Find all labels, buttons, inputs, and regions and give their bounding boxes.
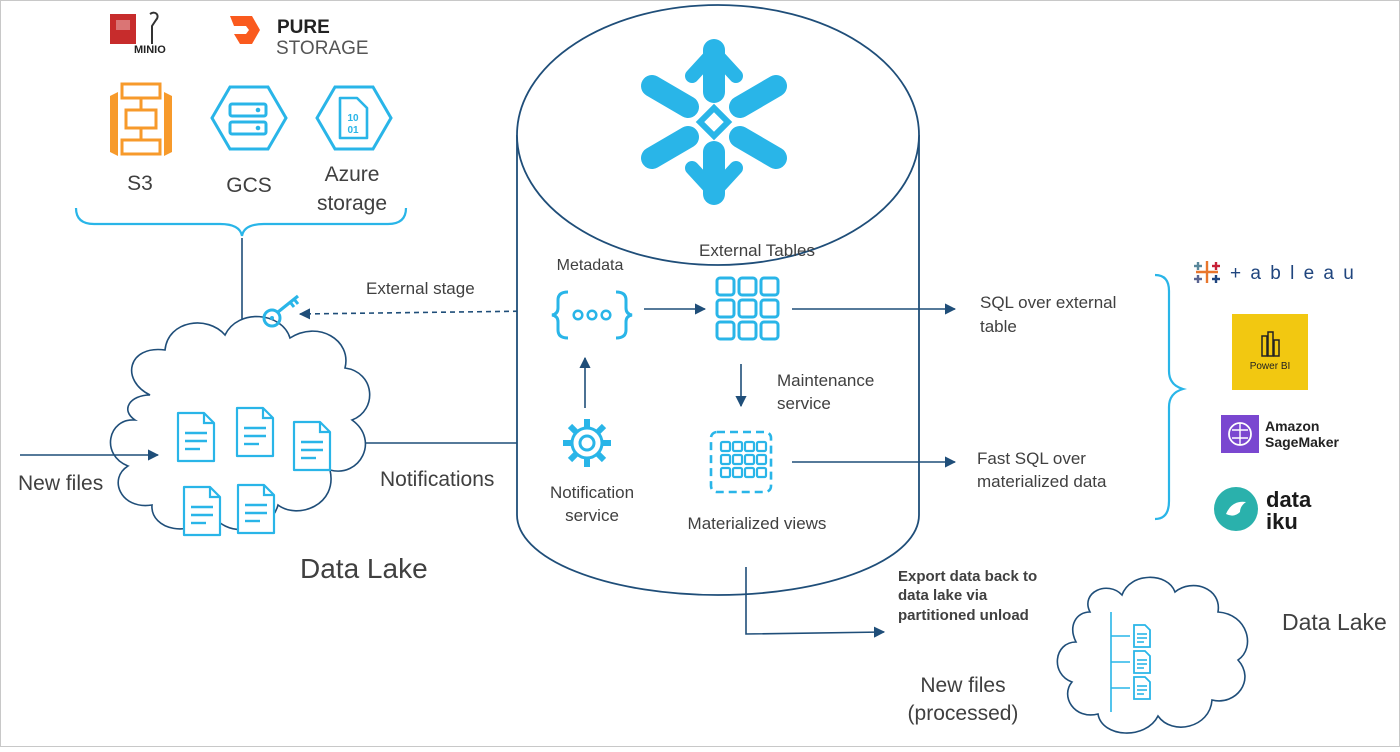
metadata-label: Metadata <box>557 257 624 274</box>
document-icon <box>235 406 275 458</box>
new-files-processed-line1: New files <box>920 674 1005 697</box>
external-tables-label: External Tables <box>699 241 815 260</box>
sql-external-line2: table <box>980 317 1017 336</box>
notifications-label: Notifications <box>380 468 494 491</box>
gear-icon <box>563 419 611 467</box>
azure-storage-icon: 10 01 <box>315 85 393 151</box>
materialized-views-label: Materialized views <box>688 514 827 533</box>
processed-data-lake-label: Data Lake <box>1282 609 1387 635</box>
azure-label-line1: Azure <box>325 163 380 186</box>
export-line2: data lake via <box>898 587 988 604</box>
pure-storage-logo: PURE STORAGE <box>230 16 369 59</box>
document-icon <box>1133 624 1151 648</box>
maintenance-label-line2: service <box>777 394 831 413</box>
notification-service-line2: service <box>565 506 619 525</box>
storage-brace <box>74 207 408 237</box>
fast-sql-line1: Fast SQL over <box>977 449 1086 468</box>
snowflake-logo-icon <box>641 39 787 205</box>
dataiku-line1: data <box>1266 487 1312 512</box>
notification-service-line1: Notification <box>550 483 634 502</box>
export-arrow <box>745 567 886 638</box>
powerbi-label: Power BI <box>1250 361 1291 372</box>
azure-glyph-bottom: 01 <box>347 125 359 136</box>
sagemaker-line1: Amazon <box>1265 418 1319 434</box>
azure-label-line2: storage <box>317 192 387 215</box>
gcs-icon <box>210 85 288 151</box>
document-icon <box>176 411 216 463</box>
s3-icon <box>110 82 172 156</box>
export-line1: Export data back to <box>898 568 1037 585</box>
gcs-label: GCS <box>226 174 272 197</box>
document-icon <box>292 420 332 472</box>
maintenance-label-line1: Maintenance <box>777 371 874 390</box>
processed-data-lake-cloud <box>1056 576 1249 734</box>
powerbi-logo: Power BI <box>1232 314 1308 390</box>
external-stage-arrow <box>298 308 537 320</box>
key-icon <box>262 294 300 328</box>
export-line3: partitioned unload <box>898 607 1029 624</box>
document-icon <box>1133 676 1151 700</box>
dataiku-logo: data iku <box>1214 487 1312 534</box>
external-stage-label: External stage <box>366 279 475 298</box>
minio-label: MINIO <box>134 44 166 56</box>
sagemaker-logo: Amazon SageMaker <box>1221 415 1339 453</box>
document-icon <box>236 483 276 535</box>
storage-label: STORAGE <box>276 38 369 59</box>
fast-sql-line2: materialized data <box>977 472 1107 491</box>
external-tables-grid-icon <box>715 276 780 341</box>
document-icon <box>1133 650 1151 674</box>
tools-brace <box>1154 273 1187 521</box>
azure-glyph-top: 10 <box>347 113 359 124</box>
materialized-views-icon <box>709 430 773 494</box>
pure-label: PURE <box>277 17 330 38</box>
tableau-logo: + a b l e a u <box>1194 261 1356 284</box>
dataiku-line2: iku <box>1266 509 1298 534</box>
document-icon <box>182 485 222 537</box>
data-lake-label: Data Lake <box>300 553 428 584</box>
tableau-wordmark: + a b l e a u <box>1230 263 1356 284</box>
sagemaker-line2: SageMaker <box>1265 434 1339 450</box>
metadata-braces-icon <box>551 290 633 340</box>
new-files-label: New files <box>18 472 103 495</box>
s3-label: S3 <box>127 172 153 195</box>
processed-files-tree <box>1110 612 1151 712</box>
new-files-processed-line2: (processed) <box>908 702 1019 725</box>
minio-logo: MINIO <box>110 11 166 56</box>
sql-external-line1: SQL over external <box>980 293 1116 312</box>
